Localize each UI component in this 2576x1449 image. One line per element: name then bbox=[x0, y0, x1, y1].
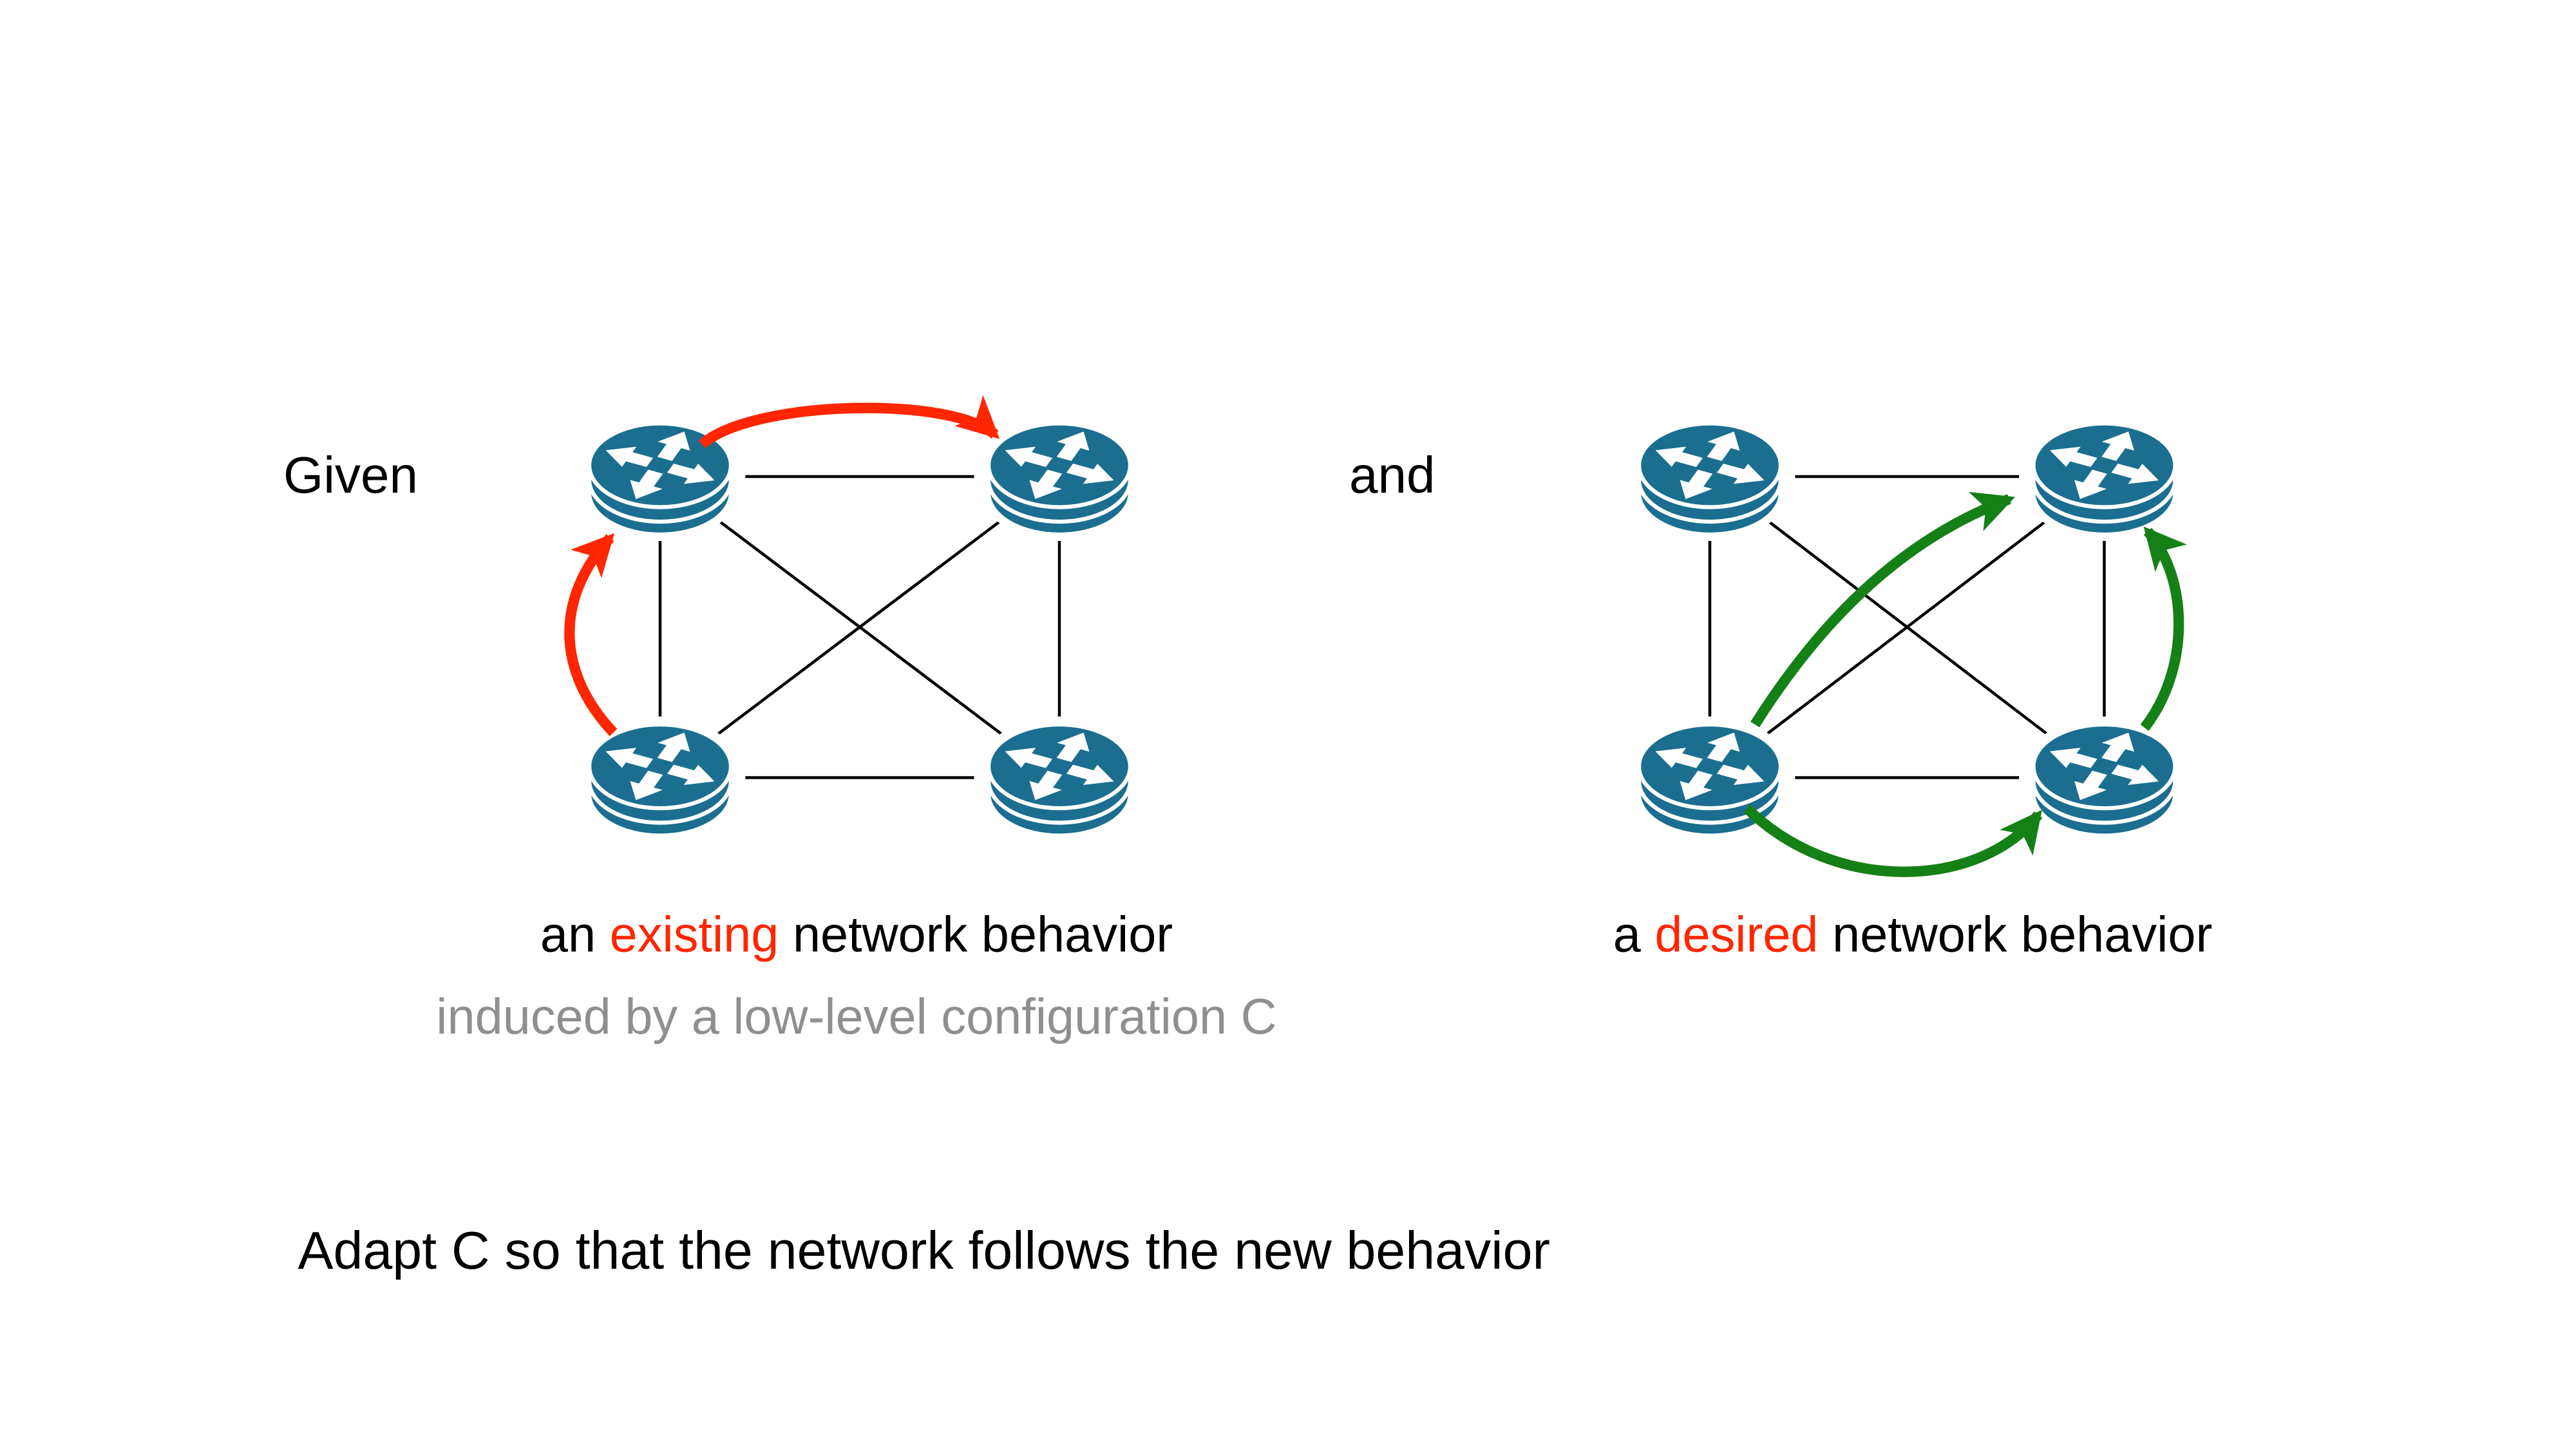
router-icon-bottom-right bbox=[2019, 717, 2190, 842]
router-icon-top-right bbox=[2019, 415, 2190, 541]
and-label: and bbox=[1349, 446, 1435, 504]
desired-caption-suffix: network behavior bbox=[1818, 906, 2213, 963]
link-diagonal-2 bbox=[1709, 475, 2105, 779]
desired-caption: a desired network behavior bbox=[1430, 905, 2396, 965]
router-icon-top-left bbox=[1625, 415, 1795, 541]
existing-caption-prefix: an bbox=[540, 906, 610, 963]
link-diagonal-2 bbox=[659, 475, 1061, 779]
router-icon-top-right bbox=[974, 415, 1145, 541]
desired-network-diagram bbox=[1625, 415, 2190, 877]
existing-network-diagram bbox=[564, 395, 1145, 842]
desired-caption-prefix: a bbox=[1613, 906, 1655, 963]
existing-route-arrow-2 bbox=[698, 395, 1000, 449]
given-label: Given bbox=[283, 446, 418, 504]
desired-route-arrow-2 bbox=[1743, 804, 2043, 877]
task-text: Adapt C so that the network follows the … bbox=[298, 1220, 1550, 1280]
existing-caption-highlight: existing bbox=[609, 906, 779, 963]
desired-route-arrow-3 bbox=[2140, 526, 2187, 731]
existing-caption-subtitle: induced by a low-level configuration C bbox=[436, 989, 1277, 1045]
existing-caption-suffix: network behavior bbox=[779, 906, 1173, 963]
desired-route-arrow-1 bbox=[1750, 491, 2016, 728]
existing-route-arrow-1 bbox=[564, 533, 618, 737]
desired-caption-highlight: desired bbox=[1654, 906, 1819, 963]
router-icon-bottom-right bbox=[974, 717, 1145, 842]
existing-caption: an existing network behavior bbox=[293, 905, 1420, 965]
router-icon-bottom-left bbox=[575, 717, 746, 842]
